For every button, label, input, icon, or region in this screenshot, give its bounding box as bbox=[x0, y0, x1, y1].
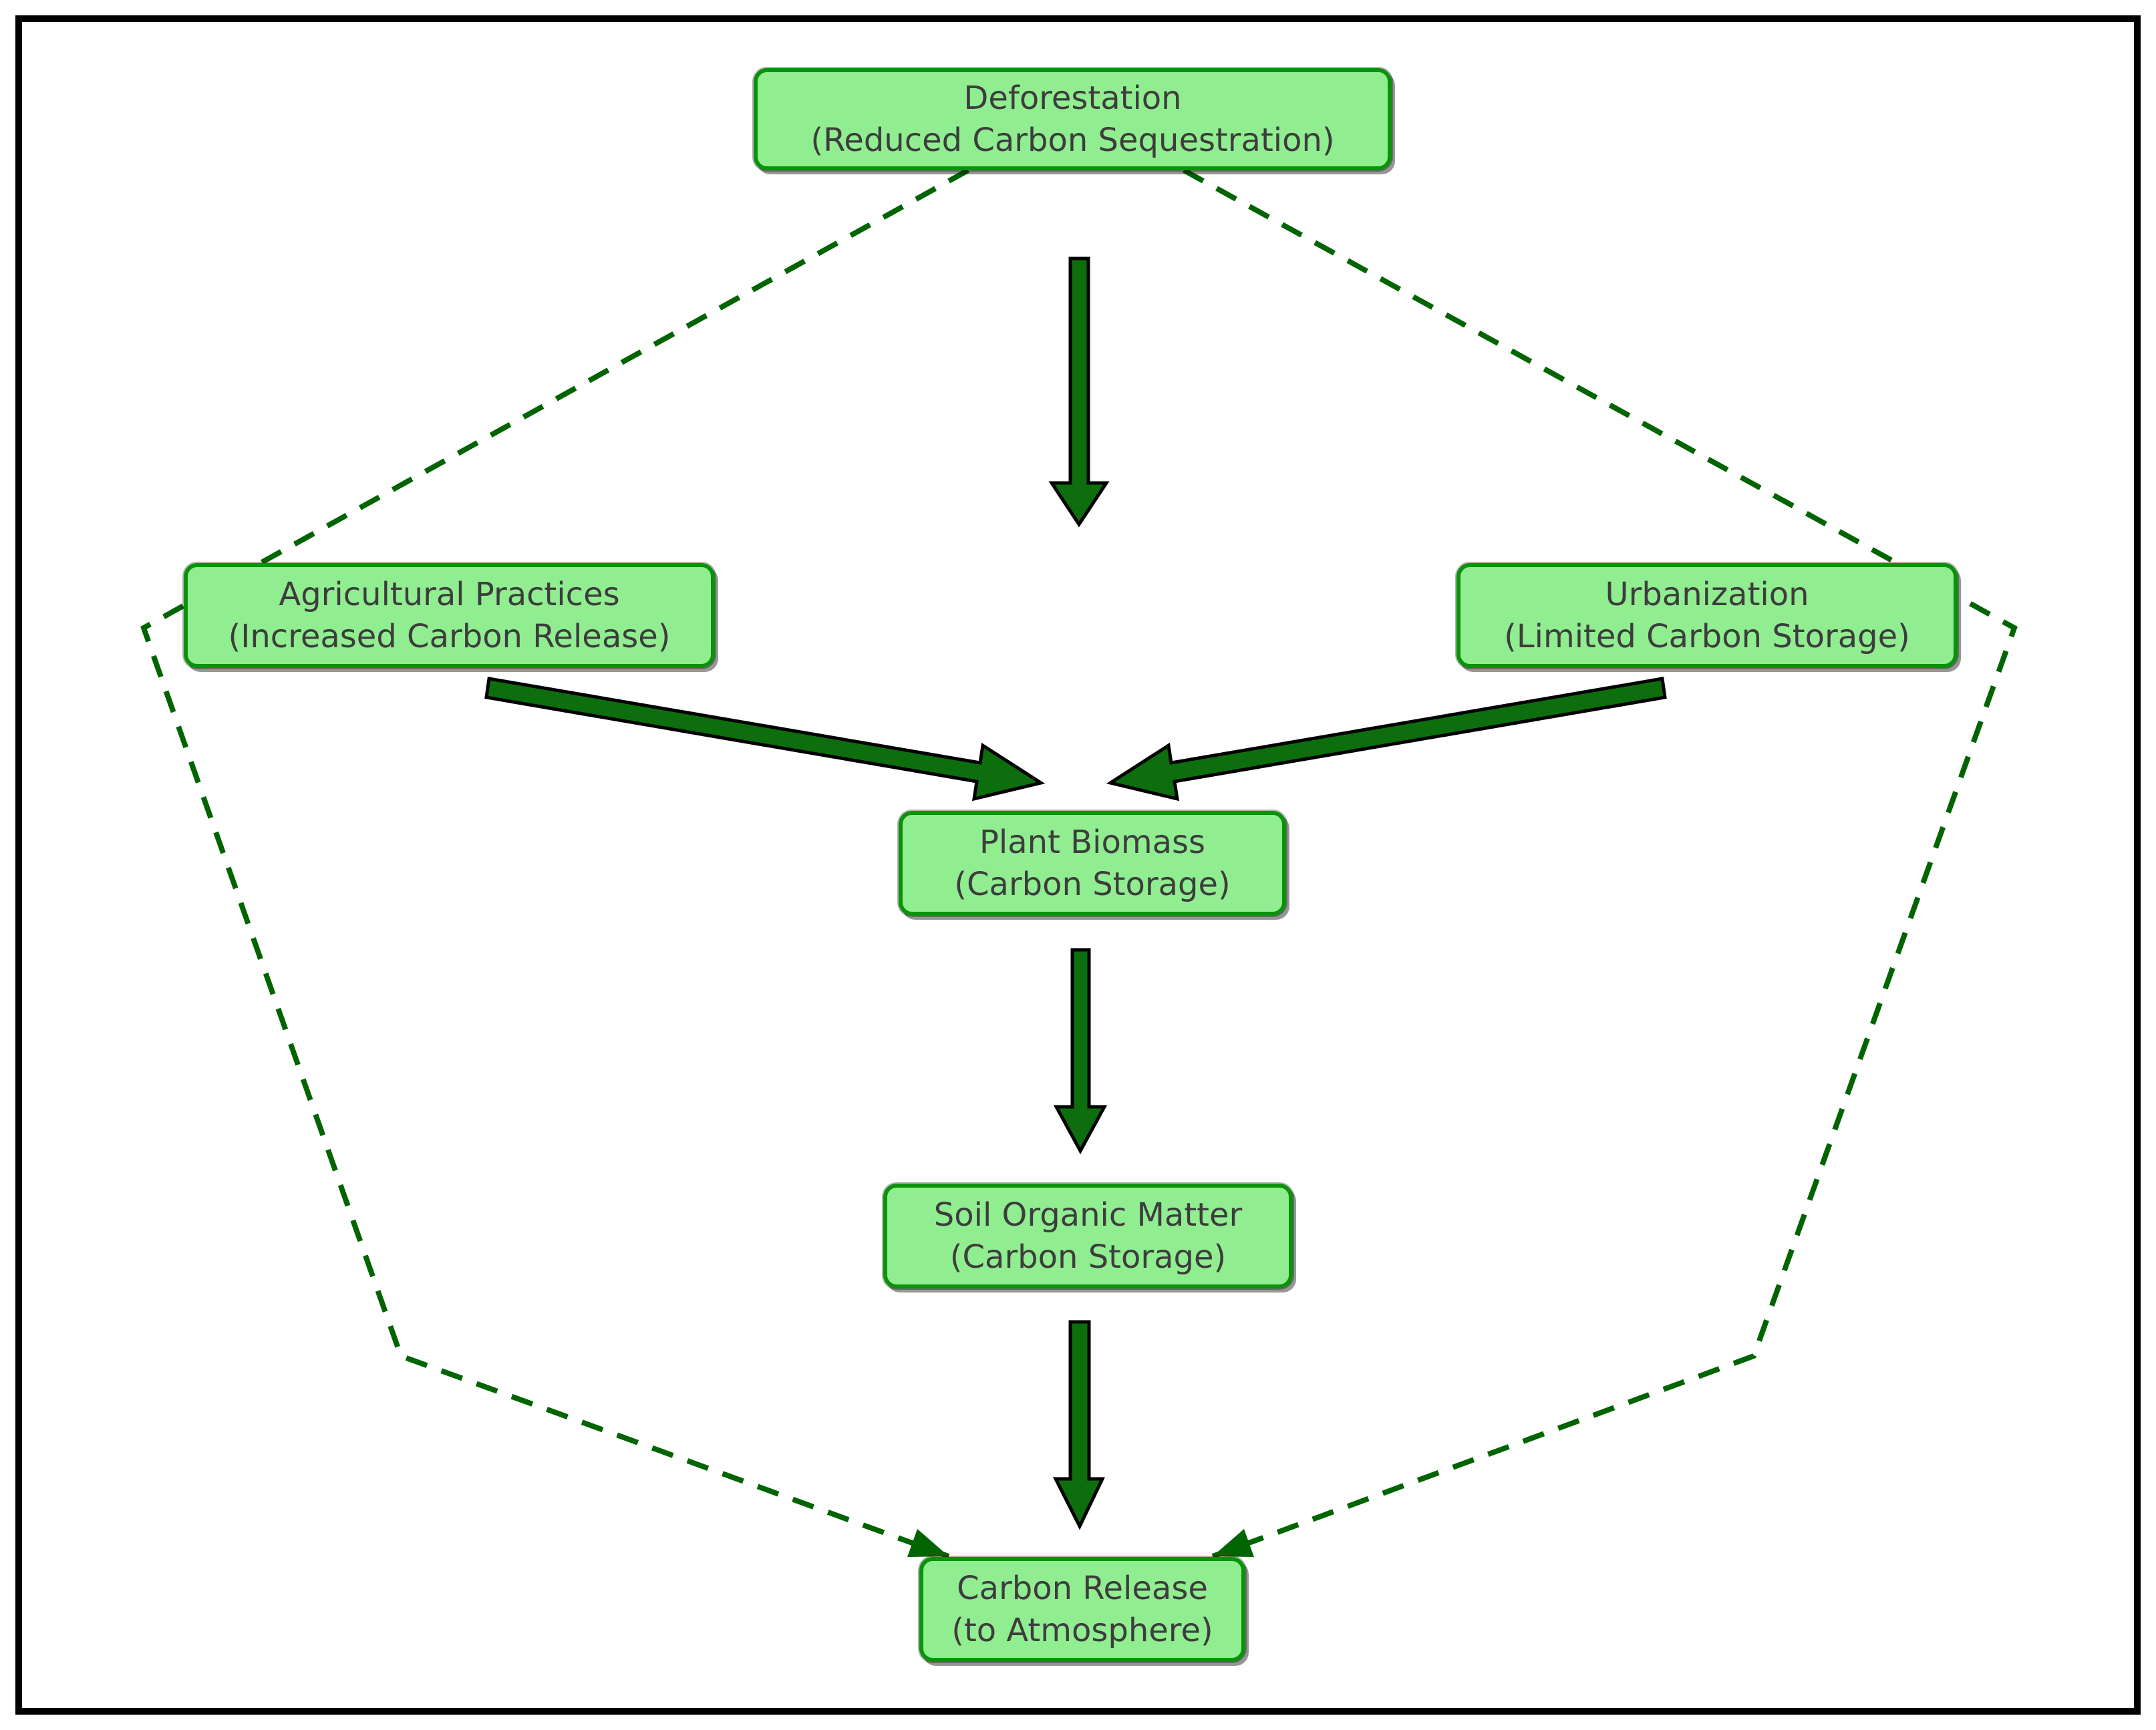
arrow-soil-to-carbon-release bbox=[1052, 1320, 1105, 1530]
dashed-arrowhead-right bbox=[1213, 1529, 1254, 1557]
node-agricultural-subtitle: (Increased Carbon Release) bbox=[228, 617, 671, 655]
node-soil-organic-matter: Soil Organic Matter (Carbon Storage) bbox=[883, 1184, 1293, 1288]
node-soil-organic-title: Soil Organic Matter bbox=[933, 1196, 1243, 1234]
arrow-agricultural-to-plant-biomass bbox=[484, 677, 1046, 802]
node-deforestation-title: Deforestation bbox=[963, 79, 1182, 118]
arrow-urbanization-to-plant-biomass bbox=[1106, 677, 1667, 802]
dashed-cycle-left bbox=[140, 168, 969, 1559]
node-deforestation: Deforestation (Reduced Carbon Sequestrat… bbox=[754, 68, 1392, 170]
node-soil-organic-subtitle: (Carbon Storage) bbox=[949, 1238, 1227, 1276]
node-carbon-release: Carbon Release (to Atmosphere) bbox=[919, 1557, 1245, 1662]
node-carbon-release-title: Carbon Release bbox=[957, 1570, 1208, 1608]
dashed-cycle-right bbox=[1183, 168, 2018, 1559]
node-carbon-release-subtitle: (to Atmosphere) bbox=[951, 1611, 1213, 1649]
node-deforestation-subtitle: (Reduced Carbon Sequestration) bbox=[810, 121, 1335, 159]
node-agricultural-title: Agricultural Practices bbox=[279, 576, 620, 614]
node-agricultural-practices: Agricultural Practices (Increased Carbon… bbox=[184, 563, 715, 668]
node-plant-biomass: Plant Biomass (Carbon Storage) bbox=[899, 811, 1286, 916]
node-urbanization: Urbanization (Limited Carbon Storage) bbox=[1456, 563, 1958, 668]
node-urbanization-title: Urbanization bbox=[1605, 576, 1809, 614]
node-plant-biomass-subtitle: (Carbon Storage) bbox=[954, 865, 1231, 903]
outer-border bbox=[15, 15, 2141, 1715]
arrow-plant-biomass-to-soil bbox=[1053, 948, 1108, 1155]
dashed-arrowhead-left bbox=[907, 1529, 949, 1557]
node-plant-biomass-title: Plant Biomass bbox=[979, 824, 1205, 862]
arrow-deforestation-to-plant-biomass bbox=[1048, 256, 1110, 528]
node-urbanization-subtitle: (Limited Carbon Storage) bbox=[1504, 617, 1910, 655]
